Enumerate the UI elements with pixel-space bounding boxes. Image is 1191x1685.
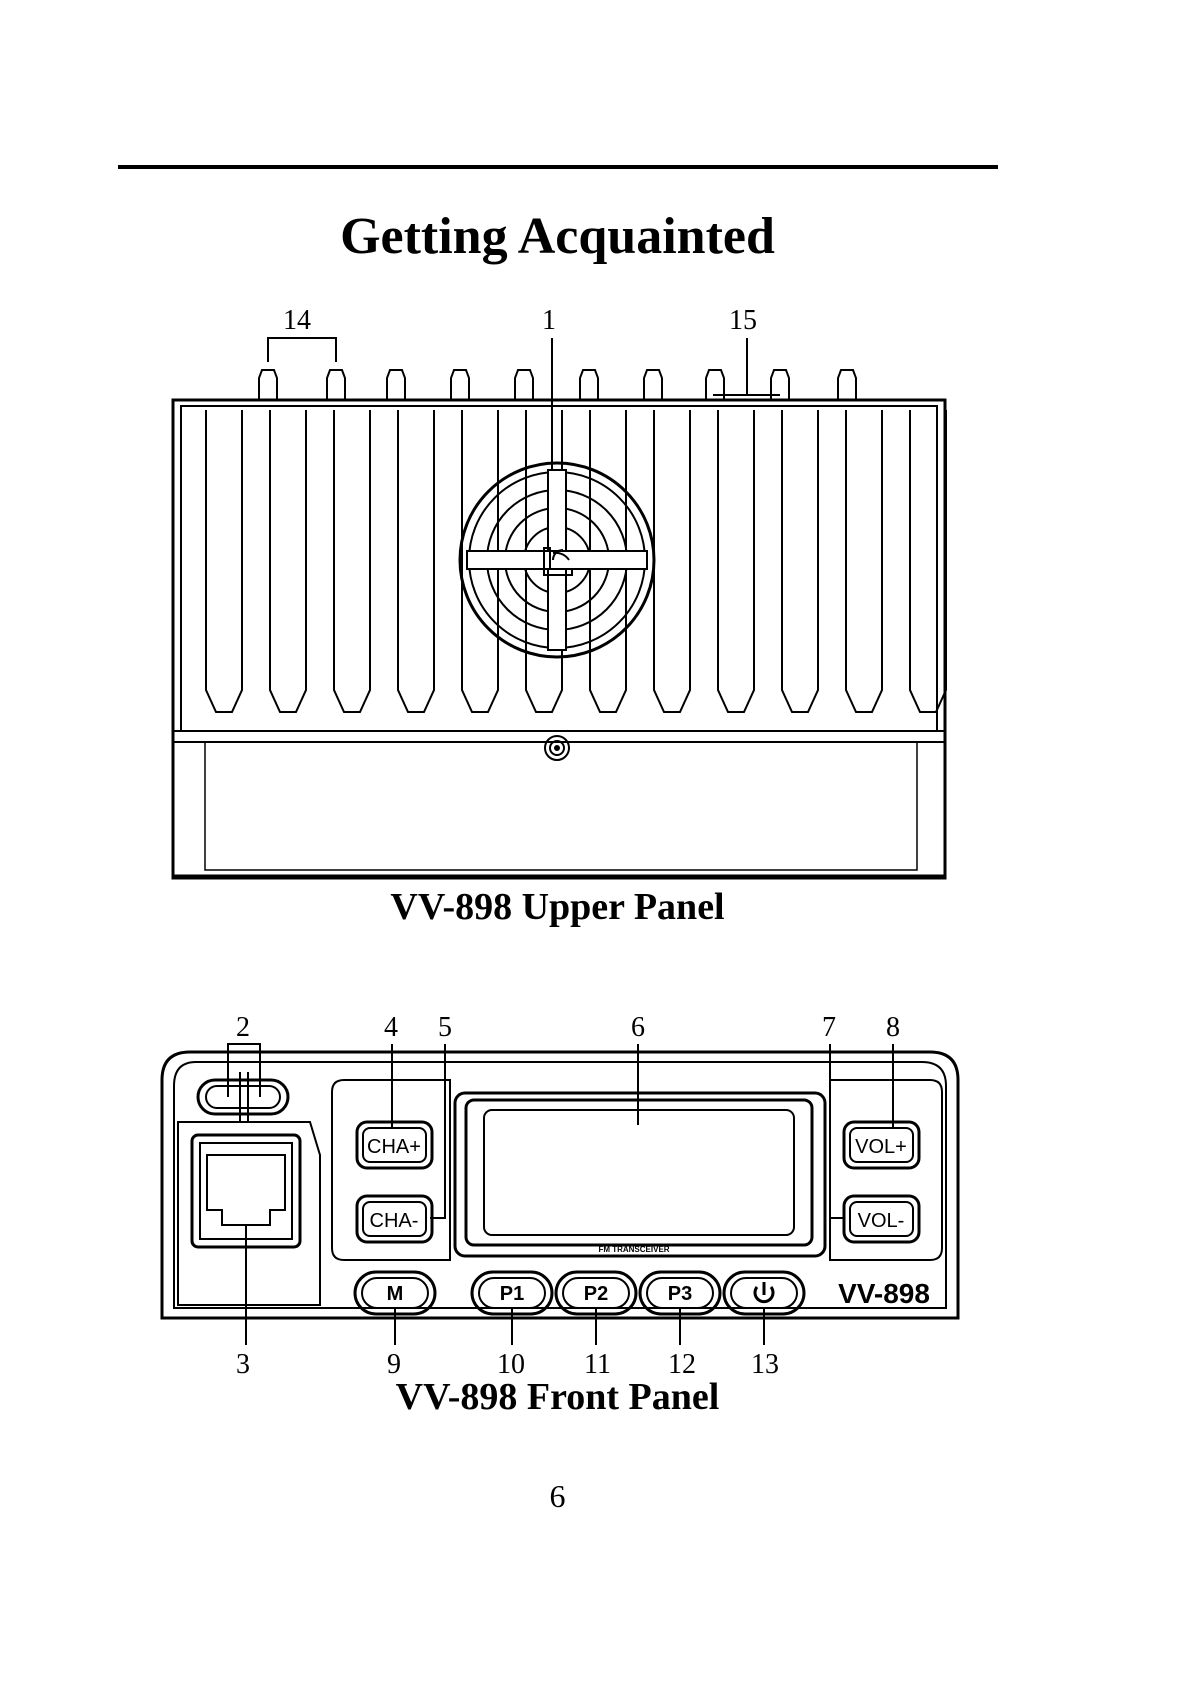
callout-6: 6 bbox=[631, 1012, 645, 1043]
cha-minus-button[interactable]: CHA- bbox=[357, 1196, 432, 1242]
callout-2: 2 bbox=[236, 1012, 250, 1043]
page-number: 6 bbox=[0, 1478, 1115, 1515]
display-label: FM TRANSCEIVER bbox=[598, 1245, 669, 1254]
callout-7: 7 bbox=[822, 1012, 836, 1043]
cha-plus-button[interactable]: CHA+ bbox=[357, 1122, 432, 1168]
front-panel-caption: VV-898 Front Panel bbox=[0, 1375, 1115, 1419]
mic-jack-icon bbox=[198, 1072, 288, 1122]
m-label: M bbox=[387, 1283, 404, 1305]
lcd-display: FM TRANSCEIVER bbox=[455, 1093, 825, 1256]
model-label: VV-898 bbox=[838, 1278, 930, 1309]
callout-5: 5 bbox=[438, 1012, 452, 1043]
vol-minus-button[interactable]: VOL- bbox=[844, 1196, 919, 1242]
p1-label: P1 bbox=[500, 1283, 524, 1305]
power-icon bbox=[755, 1282, 773, 1302]
p3-label: P3 bbox=[668, 1283, 692, 1305]
vol-plus-label: VOL+ bbox=[855, 1136, 907, 1158]
callout-8: 8 bbox=[886, 1012, 900, 1043]
p2-label: P2 bbox=[584, 1283, 608, 1305]
vol-plus-button[interactable]: VOL+ bbox=[844, 1122, 919, 1168]
data-port-icon bbox=[178, 1122, 320, 1345]
vol-minus-label: VOL- bbox=[858, 1210, 905, 1232]
cha-plus-label: CHA+ bbox=[367, 1136, 421, 1158]
callout-4: 4 bbox=[384, 1012, 398, 1043]
cha-minus-label: CHA- bbox=[370, 1210, 419, 1232]
